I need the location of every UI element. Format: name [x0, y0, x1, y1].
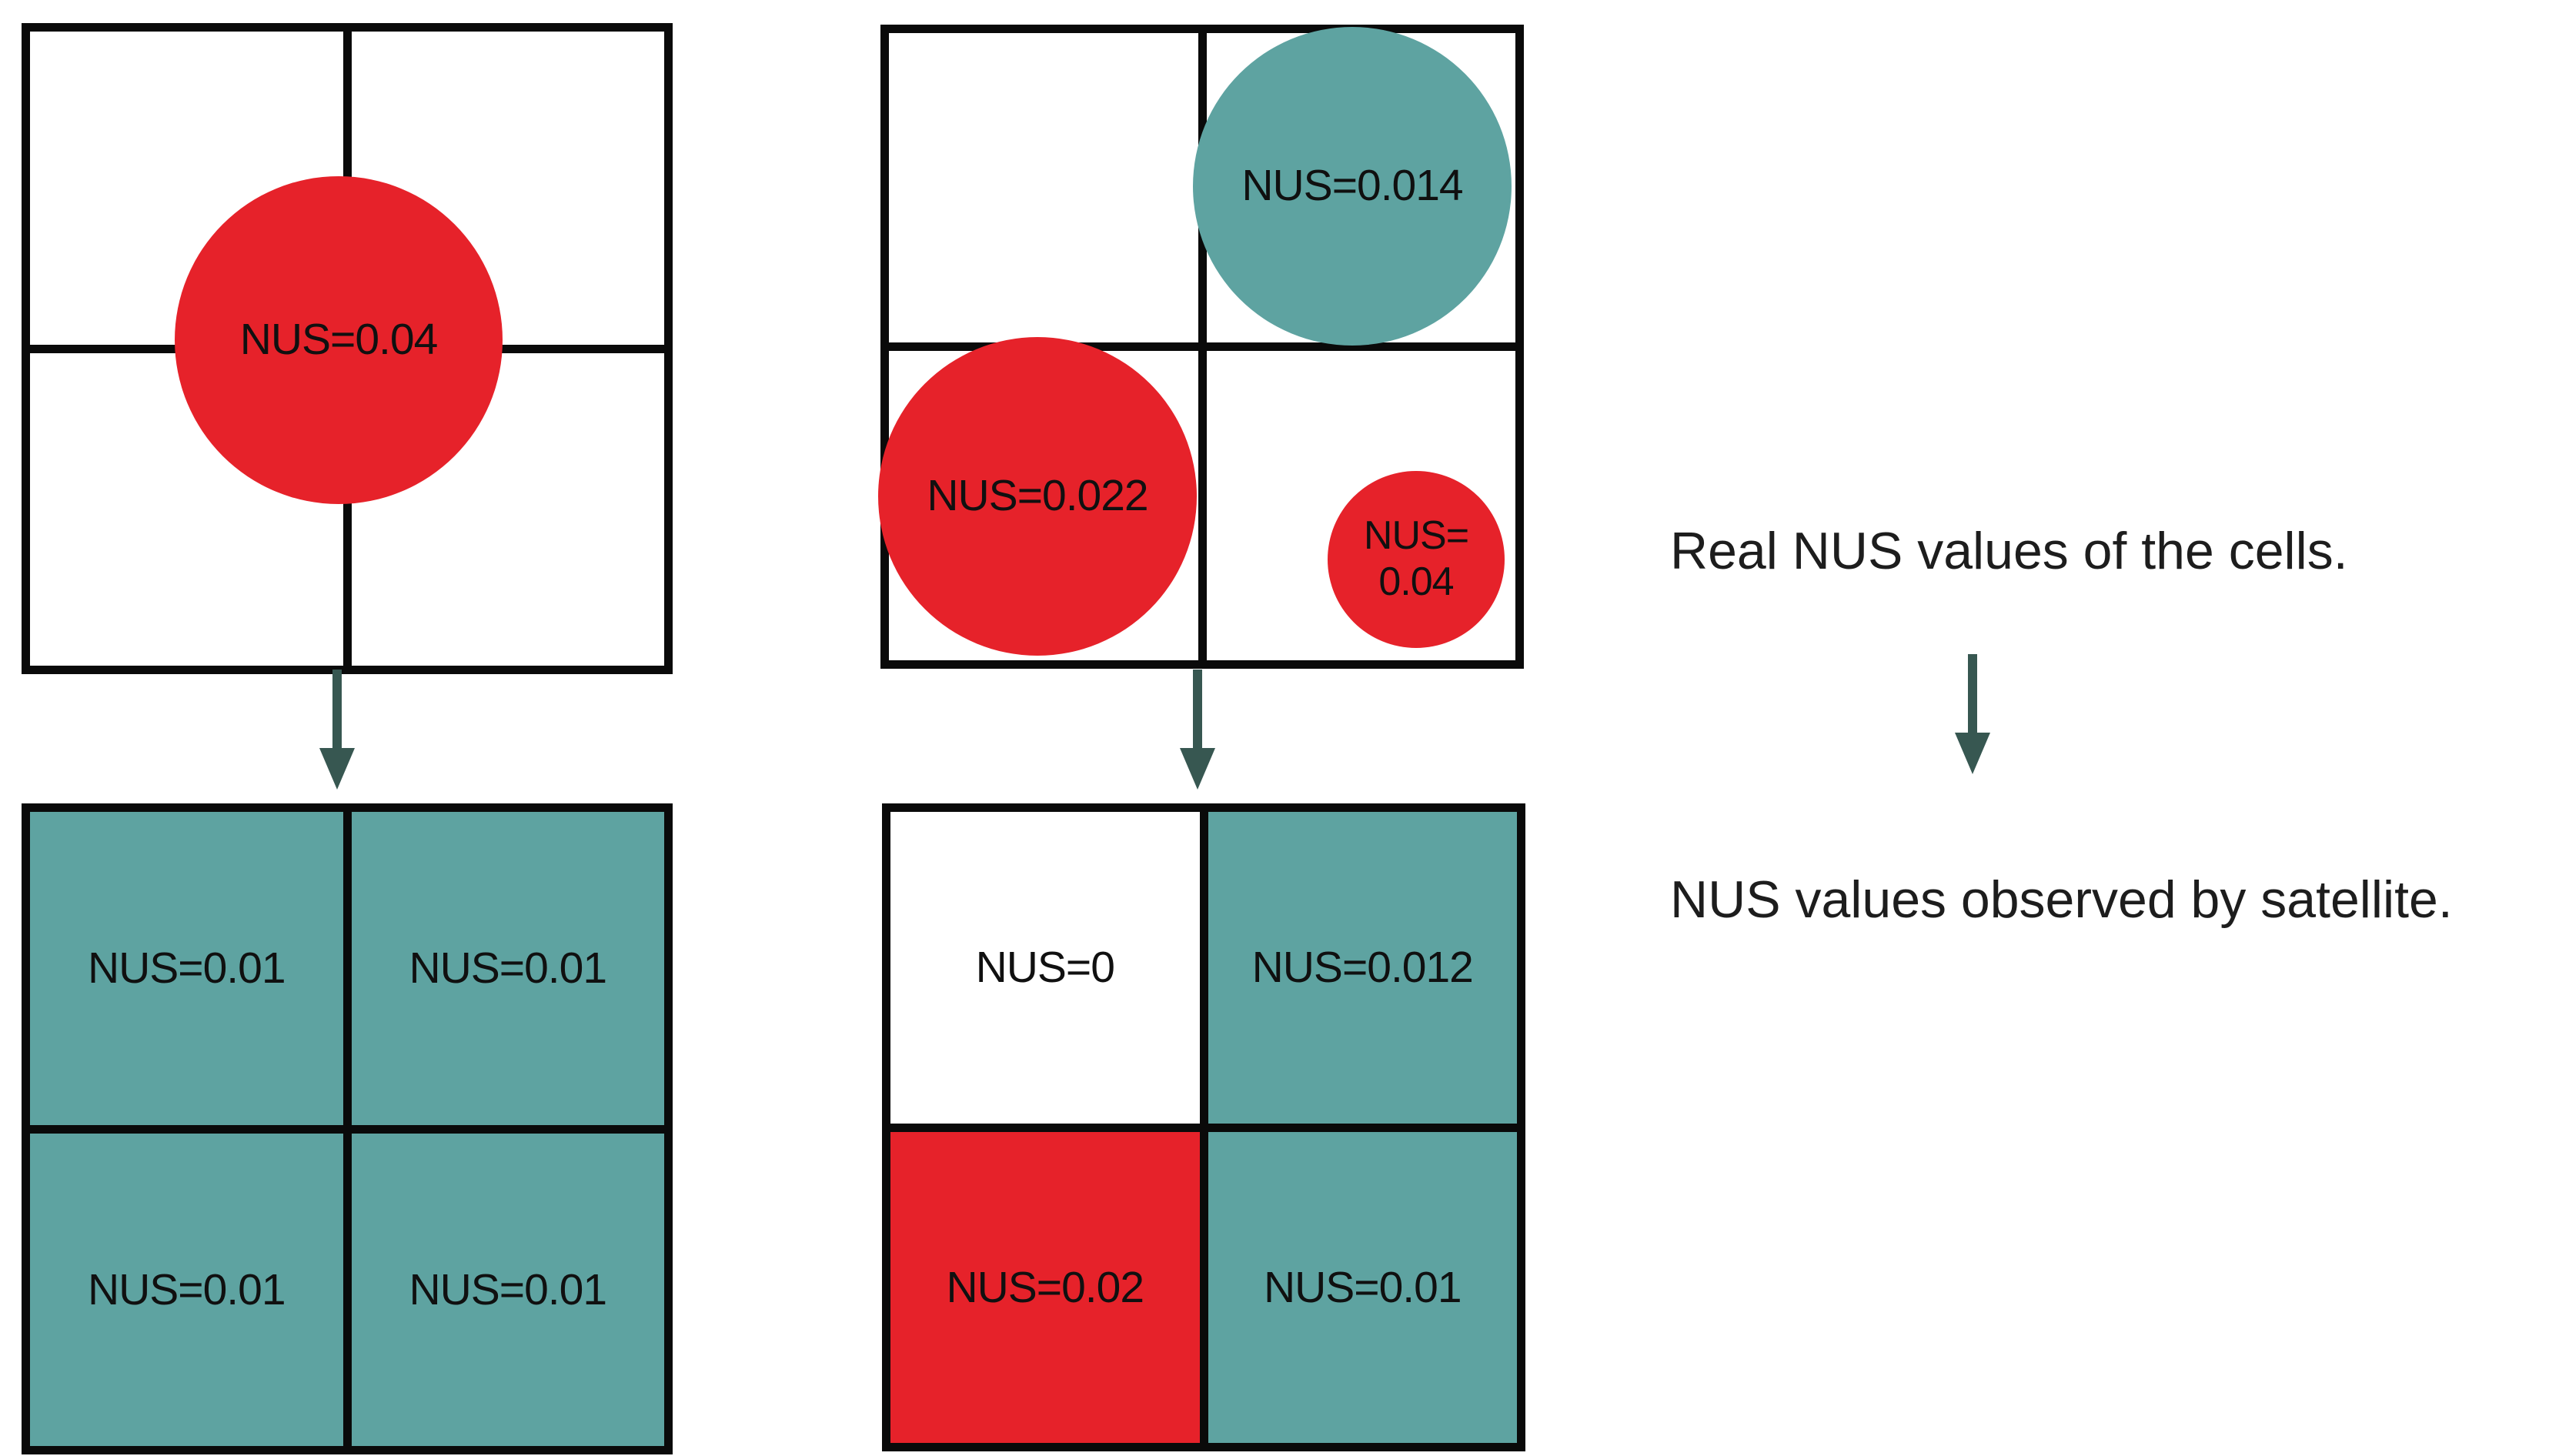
nus-value-circle: NUS=0.022: [878, 337, 1197, 656]
grid-cell: NUS=0: [890, 812, 1200, 1124]
nus-circle-label-line2: 0.04: [1378, 559, 1454, 604]
nus-circle-label: NUS=0.022: [927, 471, 1148, 521]
arrow-stem: [332, 670, 342, 751]
down-arrow-icon: [1180, 670, 1215, 790]
grid-cell: NUS=0.01: [351, 812, 664, 1125]
nus-circle-label: NUS=0.04: [239, 315, 439, 365]
down-arrow-icon: [1955, 654, 1990, 774]
grid-cell: NUS=0.01: [351, 1133, 664, 1446]
nus-value-circle: NUS=0.014: [1193, 27, 1512, 346]
nus-circle-label: NUS=0.014: [1241, 161, 1463, 211]
arrow-head: [1180, 748, 1215, 790]
nus-value-circle: NUS= 0.04: [1328, 471, 1505, 648]
caption-real-values: Real NUS values of the cells.: [1670, 522, 2348, 580]
arrow-head: [1955, 733, 1990, 774]
grid-cell: [889, 33, 1198, 342]
down-arrow-icon: [319, 670, 355, 790]
observed-grid-example-2: NUS=0 NUS=0.012 NUS=0.02 NUS=0.01: [882, 803, 1525, 1451]
grid-cell: NUS=0.01: [1208, 1131, 1517, 1443]
caption-observed-values: NUS values observed by satellite.: [1670, 870, 2453, 929]
arrow-head: [319, 748, 355, 790]
grid-cell: NUS=0.01: [30, 1133, 343, 1446]
grid-cell: NUS=0.01: [30, 812, 343, 1125]
arrow-stem: [1968, 654, 1977, 736]
nus-circle-label-line1: NUS=: [1363, 513, 1469, 559]
grid-cell: NUS=0.02: [890, 1131, 1200, 1443]
nus-value-circle: NUS=0.04: [175, 176, 503, 504]
arrow-stem: [1193, 670, 1202, 751]
observed-grid-example-1: NUS=0.01 NUS=0.01 NUS=0.01 NUS=0.01: [22, 803, 673, 1454]
grid-cell: NUS=0.012: [1208, 812, 1517, 1124]
